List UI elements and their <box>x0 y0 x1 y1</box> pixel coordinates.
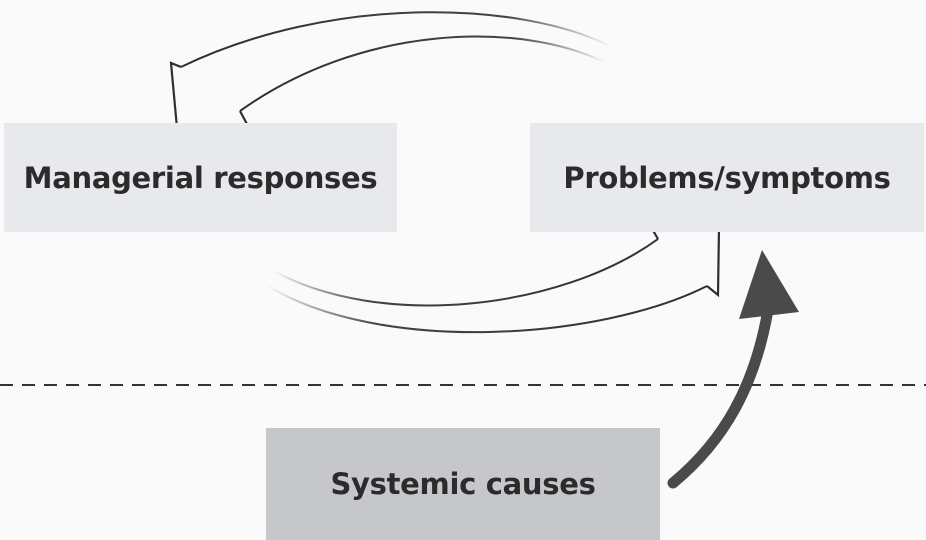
systemic-causes-label: Systemic causes <box>330 467 596 501</box>
problems-symptoms-box: Problems/symptoms <box>530 123 924 232</box>
feedback-arrow-bottom <box>265 225 721 334</box>
cause-arrow <box>667 250 799 489</box>
feedback-arrow-top <box>169 11 613 130</box>
managerial-responses-label: Managerial responses <box>23 160 378 195</box>
problems-symptoms-label: Problems/symptoms <box>563 160 891 195</box>
systemic-causes-box: Systemic causes <box>266 428 660 540</box>
managerial-responses-box: Managerial responses <box>4 123 397 232</box>
